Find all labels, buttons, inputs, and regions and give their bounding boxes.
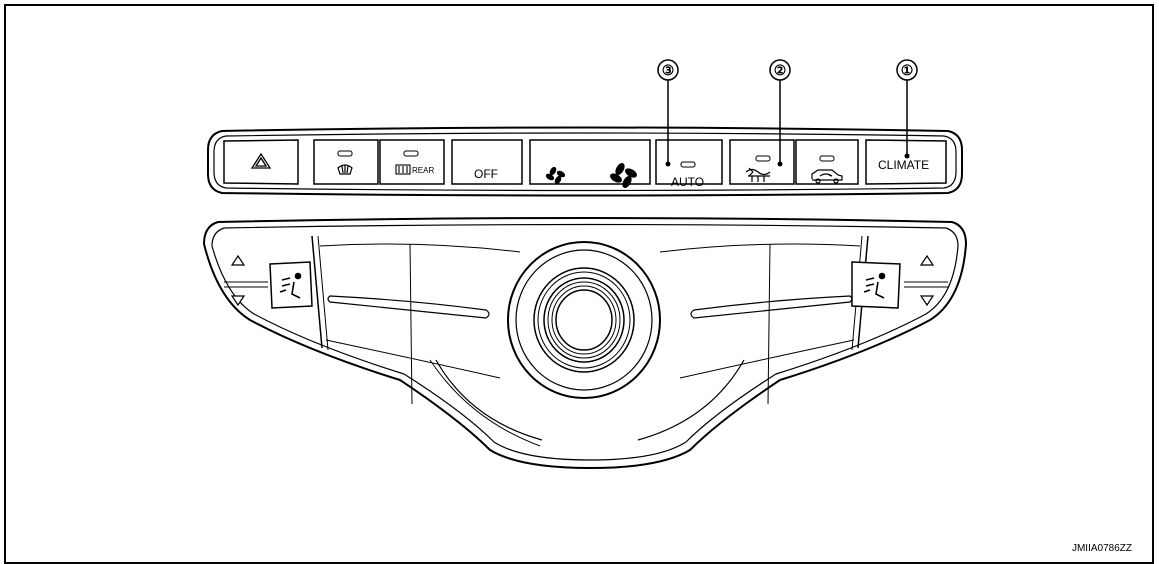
indicator-light <box>819 155 835 162</box>
auto-label: AUTO <box>671 175 704 189</box>
center-dial[interactable] <box>507 241 661 399</box>
left-temp-down-button[interactable] <box>230 295 246 307</box>
left-temp-slider[interactable] <box>327 295 490 319</box>
lower-control-panel <box>202 217 968 470</box>
callout-number: ② <box>774 62 787 78</box>
climate-button[interactable]: CLIMATE <box>865 139 947 185</box>
rear-defrost-button[interactable]: REAR <box>379 139 445 185</box>
callout-1: ① <box>896 59 918 159</box>
temp-down-arrow-icon <box>230 295 246 307</box>
climate-label: CLIMATE <box>878 158 929 172</box>
right-temp-slider[interactable] <box>690 295 853 319</box>
callout-number: ③ <box>662 62 675 78</box>
dial-knob <box>543 277 625 363</box>
indicator-light <box>755 155 771 162</box>
rear-label: REAR <box>412 166 434 175</box>
left-divider <box>224 281 268 288</box>
callout-number: ① <box>901 62 914 78</box>
off-label: OFF <box>474 167 498 181</box>
right-temp-up-button[interactable] <box>919 254 935 266</box>
indicator-light <box>337 150 353 157</box>
front-defrost-icon <box>337 164 353 175</box>
figure-id: JMIIA0786ZZ <box>1072 543 1132 554</box>
hazard-button[interactable] <box>223 139 299 185</box>
left-temp-up-button[interactable] <box>230 254 246 266</box>
airflow-mode-icon <box>279 272 302 299</box>
top-button-strip <box>207 126 963 197</box>
off-button[interactable]: OFF <box>451 139 523 185</box>
recirculation-button[interactable] <box>795 139 859 185</box>
rear-defrost-icon <box>395 164 411 175</box>
left-airflow-mode-button[interactable] <box>269 261 313 309</box>
hazard-triangle-icon <box>250 152 272 169</box>
fan-speed-button[interactable] <box>529 139 651 190</box>
right-divider <box>904 281 948 288</box>
auto-button[interactable]: AUTO <box>655 139 723 189</box>
callout-2: ② <box>769 59 791 167</box>
callout-3: ③ <box>657 59 679 167</box>
indicator-light <box>403 150 419 157</box>
temp-up-arrow-icon <box>230 254 246 266</box>
fan-low-icon <box>545 166 566 185</box>
front-defrost-button[interactable] <box>313 139 379 185</box>
right-temp-down-button[interactable] <box>919 295 935 307</box>
recirculation-icon <box>811 169 843 184</box>
temp-down-arrow-icon <box>919 295 935 307</box>
indicator-light <box>680 161 696 168</box>
temp-up-arrow-icon <box>919 254 935 266</box>
intake-button[interactable] <box>729 139 795 185</box>
intake-forced-icon <box>745 167 771 182</box>
right-airflow-mode-button[interactable] <box>851 261 901 309</box>
airflow-mode-icon <box>863 272 886 299</box>
fan-high-icon <box>610 163 637 188</box>
